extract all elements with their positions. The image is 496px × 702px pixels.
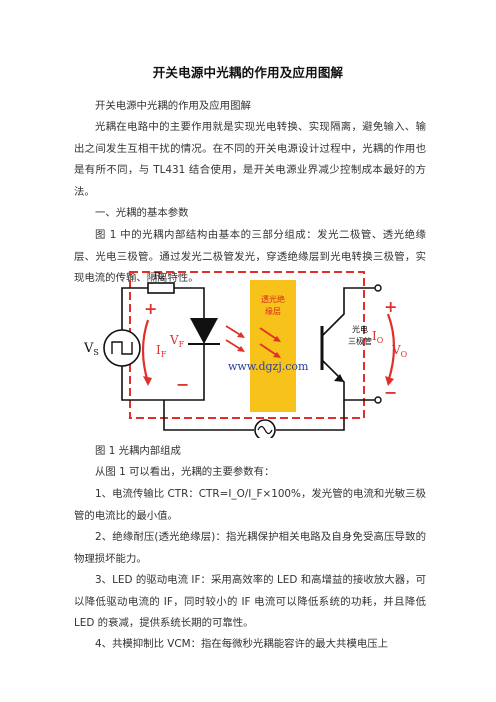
output-terminal-top xyxy=(374,284,382,292)
document-title: 开关电源中光耦的作用及应用图解 xyxy=(152,65,344,80)
params-intro: 从图 1 可以看出，光耦的主要参数有： xyxy=(95,466,275,478)
output-minus-sign: − xyxy=(384,383,397,402)
sine-wave-icon xyxy=(257,425,273,435)
rs-label: RS xyxy=(154,272,165,283)
vs-label: VS xyxy=(83,341,99,357)
square-wave-icon xyxy=(111,341,133,355)
param-ctr: 1、电流传输比 CTR：CTR=I_O/I_F×100%，发光管的电流和光敏三极… xyxy=(74,488,426,522)
watermark-text: www.dgzj.com xyxy=(228,360,309,373)
intro-paragraph: 光耦在电路中的主要作用就是实现光电转换、实现隔离，避免输入、输出之间发生互相干扰… xyxy=(74,121,426,198)
structure-paragraph: 图 1 中的光耦内部结构由基本的三部分组成：发光二极管、透光绝缘层、光电三极管。… xyxy=(74,229,426,284)
param-vcm: 4、共模抑制比 VCM：指在每微秒光耦能容许的最大共模电压上 xyxy=(95,638,389,650)
insulation-label-1: 透光绝 xyxy=(261,294,285,304)
output-plus-sign: + xyxy=(384,297,397,316)
if-label: IF xyxy=(156,343,167,359)
dashed-frame xyxy=(129,271,365,419)
param-insulation: 2、绝缘耐压(透光绝缘层)：指光耦保护相关电路及自身免受高压导致的物理损坏能力。 xyxy=(74,531,426,565)
io-current-arrow xyxy=(386,313,396,383)
transistor-label-2: 三极管 xyxy=(348,336,372,346)
transistor-label-1: 光电 xyxy=(352,324,368,334)
param-if: 3、LED 的驱动电流 IF：采用高效率的 LED 和高增益的接收放大器，可以降… xyxy=(74,574,426,629)
input-plus-sign: + xyxy=(144,299,157,318)
figure-caption: 图 1 光耦内部组成 xyxy=(95,445,181,457)
vo-label: VO xyxy=(391,343,408,359)
vf-label: VF xyxy=(169,333,185,349)
insulation-layer xyxy=(250,280,296,412)
io-label: IO xyxy=(372,329,384,345)
led-diode xyxy=(190,318,218,344)
section-heading-basic-params: 一、光耦的基本参数 xyxy=(95,207,189,219)
subtitle-paragraph: 开关电源中光耦的作用及应用图解 xyxy=(95,100,251,112)
optocoupler-diagram: 透光绝 缘层 RS VS xyxy=(83,271,408,438)
rs-resistor xyxy=(147,282,175,294)
output-terminal-bottom xyxy=(374,396,382,404)
input-minus-sign: − xyxy=(176,375,189,394)
if-current-arrow xyxy=(141,319,150,383)
insulation-label-2: 缘层 xyxy=(265,306,281,316)
